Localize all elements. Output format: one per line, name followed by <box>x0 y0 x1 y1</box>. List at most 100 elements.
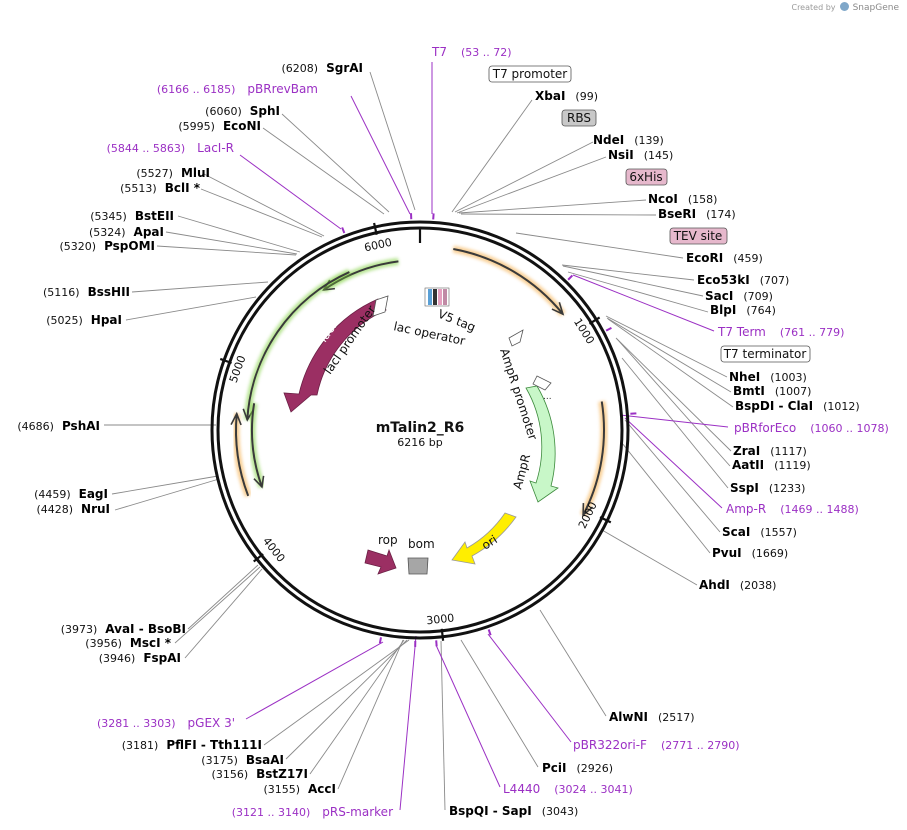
primer-name: T7 <box>431 45 447 59</box>
enzyme-position: (5513) <box>120 182 157 195</box>
enzyme-position: (459) <box>733 252 763 265</box>
enzyme-site-right: EcoRI (459) <box>686 251 763 265</box>
enzyme-site-right: BmtI(1007) <box>733 384 811 398</box>
primer-name: T7 Term <box>717 325 766 339</box>
credit-prefix: Created by <box>791 3 836 12</box>
primer-labels: T7(53 .. 72)pBRrevBam(6166 .. 6185)LacI-… <box>97 45 889 819</box>
snapgene-logo-icon <box>840 2 850 11</box>
enzyme-name: AccI <box>308 782 336 796</box>
enzyme-name: Eco53kI <box>697 273 750 287</box>
enzyme-name: EcoRI <box>686 251 723 265</box>
enzyme-position: (5527) <box>136 167 173 180</box>
enzyme-position: (3155) <box>263 783 300 796</box>
enzyme-position: (3175) <box>201 754 238 767</box>
enzyme-name: NsiI <box>608 148 634 162</box>
enzyme-position: (1233) <box>769 482 806 495</box>
enzyme-site-right: AatII(1119) <box>732 458 811 472</box>
enzyme-name: SacI <box>705 289 733 303</box>
orf-arc-5-arrow <box>230 411 242 426</box>
plasmid-size: 6216 bp <box>397 436 442 449</box>
boxed-feature-tev: TEV site <box>669 227 728 245</box>
enzyme-site-left: BstEII(5345) <box>90 209 174 223</box>
enzyme-name: PflFI - Tth111I <box>166 738 262 752</box>
enzyme-position: (174) <box>706 208 736 221</box>
enzyme-name: BspQI - SapI <box>449 804 532 818</box>
primer-name: Amp-R <box>726 502 766 516</box>
primer-range: (1469 .. 1488) <box>780 503 859 516</box>
primer-name: pBRforEco <box>734 421 796 435</box>
boxed-feature-6xhis: 6xHis <box>625 168 668 186</box>
enzyme-name: NdeI <box>593 133 624 147</box>
enzyme-site-right: BseRI(174) <box>658 207 736 221</box>
tick-marks <box>219 222 612 641</box>
primer-range: (3024 .. 3041) <box>554 783 633 796</box>
enzyme-position: (4459) <box>34 488 71 501</box>
enzyme-site-right: NheI(1003) <box>729 370 807 384</box>
enzyme-site-left: PspOMI (5320) <box>59 239 155 253</box>
enzyme-site-right: PvuI(1669) <box>712 546 788 560</box>
enzyme-position: (3181) <box>122 739 159 752</box>
enzyme-position: (3946) <box>99 652 136 665</box>
enzyme-name: NheI <box>729 370 760 384</box>
enzyme-name: AlwNI <box>609 710 648 724</box>
enzyme-name: MscI * <box>130 636 172 650</box>
enzyme-position: (2926) <box>577 762 614 775</box>
orf-arc-1-glow <box>452 245 566 317</box>
enzyme-position: (5995) <box>178 120 215 133</box>
enzyme-site-right: Eco53kI (707) <box>697 273 789 287</box>
enzyme-site-left: BsaAI(3175) <box>201 753 284 767</box>
enzyme-position: (5116) <box>43 286 80 299</box>
enzyme-name: ScaI <box>722 525 750 539</box>
enzyme-name: BmtI <box>733 384 765 398</box>
primer-name: pBR322ori-F <box>573 738 647 752</box>
enzyme-site-right: ScaI(1557) <box>722 525 797 539</box>
bom-label: bom <box>408 537 435 551</box>
enzyme-site-right: AhdI(2038) <box>699 578 776 592</box>
enzyme-site-right: BspQI - SapI(3043) <box>449 804 578 818</box>
credit-brand: SnapGene <box>852 3 899 13</box>
enzyme-name: PvuI <box>712 546 742 560</box>
enzyme-site-right: BlpI(764) <box>710 303 776 317</box>
leader-lines <box>104 71 734 811</box>
orf-arc-4 <box>246 271 350 420</box>
enzyme-site-right: XbaI(99) <box>535 89 598 103</box>
primer-name: pBRrevBam <box>247 82 318 96</box>
enzyme-site-left: PflFI - Tth111I (3181) <box>122 738 262 752</box>
enzyme-name: HpaI <box>91 313 122 327</box>
enzyme-position: (145) <box>644 149 674 162</box>
enzyme-position: (6060) <box>205 105 242 118</box>
feature-ampr: AmpR ... <box>510 375 559 503</box>
primer-site: pBRforEco(1060 .. 1078) <box>734 421 889 435</box>
enzyme-position: (4428) <box>36 503 73 516</box>
ampr-label: AmpR <box>510 453 533 491</box>
enzyme-name: NcoI <box>648 192 678 206</box>
enzyme-name: ZraI <box>733 444 760 458</box>
enzyme-site-left: HpaI (5025) <box>46 313 122 327</box>
enzyme-site-right: NsiI (145) <box>608 148 673 162</box>
enzyme-site-right: SspI(1233) <box>730 481 805 495</box>
enzyme-site-left: PshAI (4686) <box>17 419 100 433</box>
enzyme-position: (3956) <box>85 637 122 650</box>
enzyme-position: (3156) <box>212 768 249 781</box>
enzyme-name: EagI <box>79 487 108 501</box>
enzyme-site-right: BspDI - ClaI(1012) <box>735 399 860 413</box>
enzyme-name: NruI <box>81 502 110 516</box>
primer-range: (6166 .. 6185) <box>157 83 236 96</box>
enzyme-site-right: SacI(709) <box>705 289 773 303</box>
tick-label: 6000 <box>363 236 393 255</box>
primer-range: (3281 .. 3303) <box>97 717 176 730</box>
enzyme-name: MluI <box>181 166 210 180</box>
enzyme-name: PshAI <box>62 419 100 433</box>
enzyme-position: (5320) <box>59 240 96 253</box>
primer-site: T7 Term (761 .. 779) <box>717 325 844 339</box>
enzyme-name: SphI <box>250 104 280 118</box>
primer-range: (761 .. 779) <box>780 326 845 339</box>
enzyme-name: PspOMI <box>104 239 155 253</box>
enzyme-site-right: AlwNI(2517) <box>609 710 695 724</box>
enzyme-position: (5025) <box>46 314 83 327</box>
snapgene-credit: Created by SnapGene <box>791 2 899 13</box>
enzyme-position: (4686) <box>17 420 54 433</box>
primer-site: pRS-marker(3121 .. 3140) <box>232 805 393 819</box>
enzyme-position: (707) <box>760 274 790 287</box>
boxed-feature-t7-terminator: T7 terminator <box>720 345 811 363</box>
